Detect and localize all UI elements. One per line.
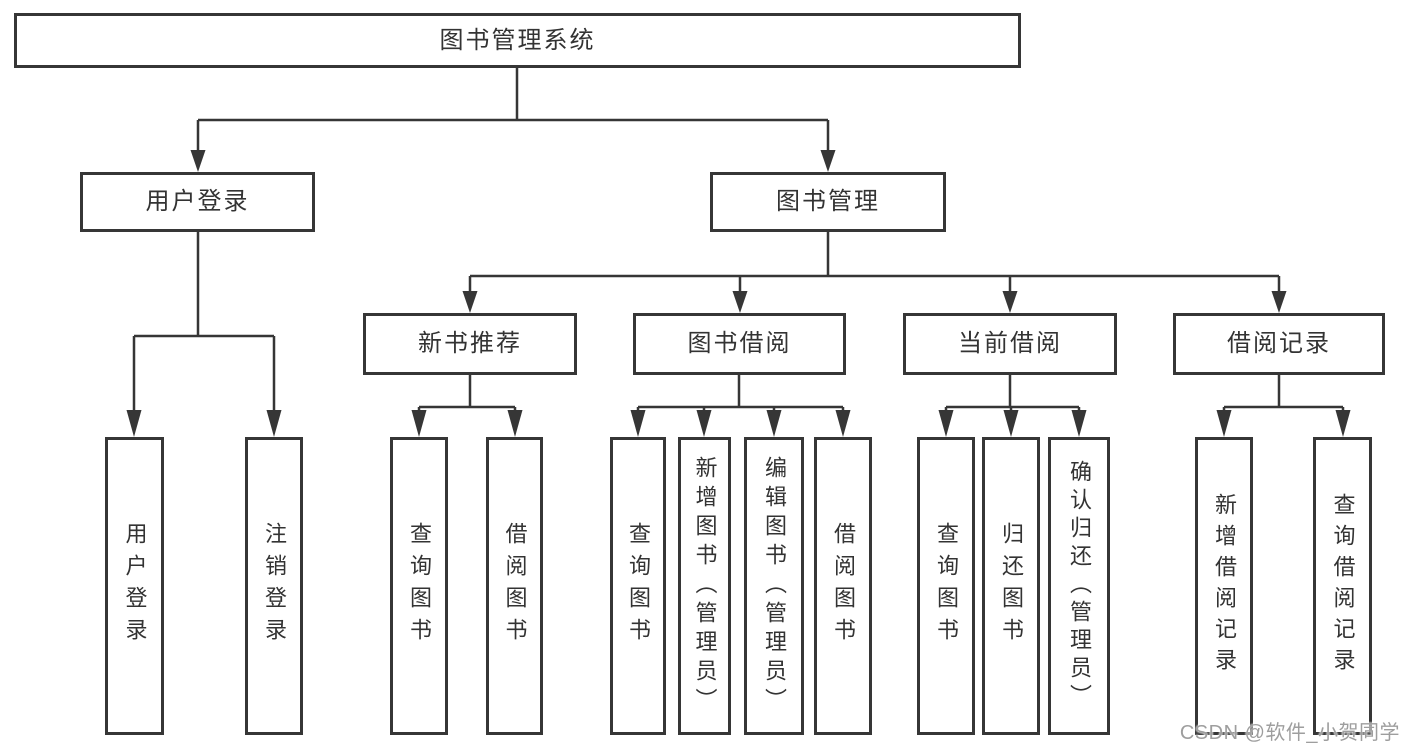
leaf-query-book: 查询图书 (917, 437, 975, 735)
leaf-label: 查询图书 (934, 522, 959, 650)
node-borrow-records-label: 借阅记录 (1227, 330, 1331, 357)
node-book-management-label: 图书管理 (776, 188, 880, 215)
leaf-label: 注销登录 (262, 522, 287, 650)
node-book-borrow: 图书借阅 (633, 313, 846, 375)
leaf-label: 确认归还（管理员） (1067, 460, 1092, 712)
leaf-add-book-admin: 新增图书（管理员） (678, 437, 731, 735)
leaf-label: 编辑图书（管理员） (762, 455, 787, 717)
node-root: 图书管理系统 (14, 13, 1021, 68)
leaf-label: 查询借阅记录 (1330, 493, 1356, 679)
leaf-add-borrow-record: 新增借阅记录 (1195, 437, 1253, 735)
leaf-borrow-book: 借阅图书 (486, 437, 543, 735)
node-book-borrow-label: 图书借阅 (687, 330, 792, 357)
node-current-borrow: 当前借阅 (903, 313, 1117, 375)
leaf-label: 借阅图书 (831, 522, 856, 650)
node-new-book-recommend: 新书推荐 (363, 313, 577, 375)
leaf-query-book: 查询图书 (390, 437, 448, 735)
node-new-book-recommend-label: 新书推荐 (418, 330, 522, 357)
node-user-login-label: 用户登录 (145, 188, 250, 215)
node-user-login: 用户登录 (80, 172, 315, 232)
leaf-logout: 注销登录 (245, 437, 303, 735)
leaf-query-borrow-record: 查询借阅记录 (1313, 437, 1372, 735)
leaf-label: 查询图书 (626, 522, 651, 650)
leaf-edit-book-admin: 编辑图书（管理员） (744, 437, 804, 735)
csdn-watermark: CSDN @软件_小贺同学 (1179, 722, 1400, 744)
leaf-user-login: 用户登录 (105, 437, 164, 735)
leaf-label: 用户登录 (122, 522, 148, 650)
node-book-management: 图书管理 (710, 172, 946, 232)
node-borrow-records: 借阅记录 (1173, 313, 1385, 375)
leaf-label: 新增借阅记录 (1212, 493, 1237, 679)
arrowheads (126, 150, 1351, 437)
node-current-borrow-label: 当前借阅 (958, 330, 1062, 357)
leaf-label: 新增图书（管理员） (692, 455, 718, 717)
leaf-return-book: 归还图书 (982, 437, 1040, 735)
node-root-label: 图书管理系统 (439, 26, 596, 54)
leaf-query-book: 查询图书 (610, 437, 666, 735)
leaf-label: 借阅图书 (502, 522, 528, 650)
leaf-label: 归还图书 (999, 522, 1024, 650)
leaf-borrow-book: 借阅图书 (814, 437, 872, 735)
leaf-confirm-return-admin: 确认归还（管理员） (1048, 437, 1110, 735)
leaf-label: 查询图书 (407, 522, 432, 650)
